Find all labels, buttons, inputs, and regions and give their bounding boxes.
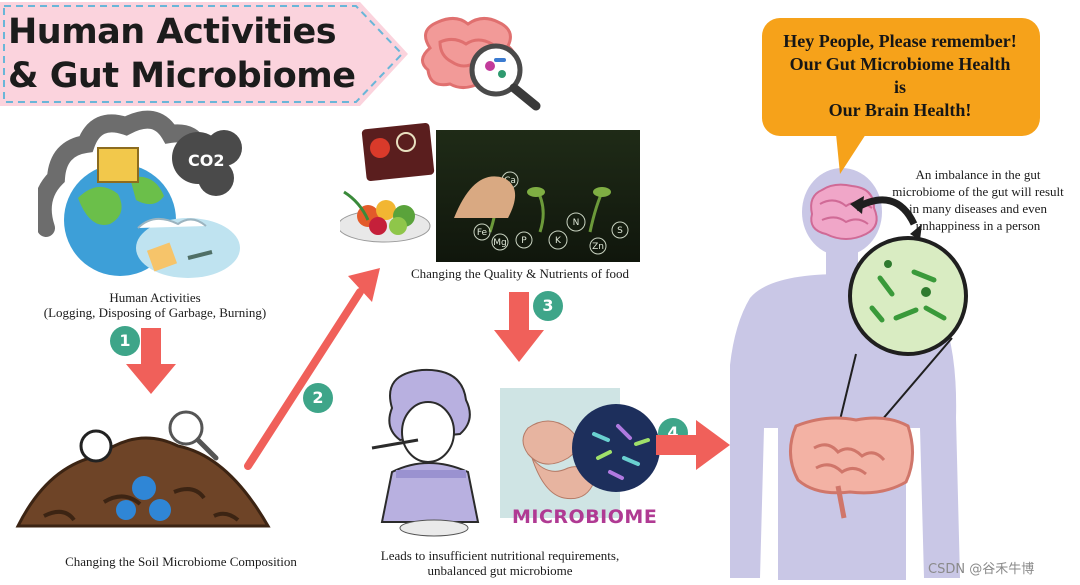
watermark: CSDN @谷禾牛博 [928,562,1035,577]
human-silhouette [730,168,968,580]
note-line-4: unhappiness in a person [915,218,1041,233]
note-line-3: in many diseases and even [909,201,1047,216]
bubble-line-2: Our Gut Microbiome Health [789,54,1011,74]
title-banner [0,2,408,106]
soil-mound-illustration [15,410,271,528]
bubble-line-4: Our Brain Health! [828,100,972,120]
down-arrow-3 [494,292,544,362]
step-4-caption-line-2: unbalanced gut microbiome [427,563,573,578]
intestine-magnifier-icon [421,17,541,111]
nutrient-fe: Fe [477,228,488,238]
step-1-badge: 1 [110,326,140,356]
step-3-badge: 3 [533,291,563,321]
nutrient-mg: Mg [493,238,506,248]
note-line-1: An imbalance in the gut [915,167,1041,182]
nutrient-k: K [555,236,562,246]
imbalance-note: An imbalance in the gut microbiome of th… [878,166,1078,234]
bubble-line-1: Hey People, Please remember! [783,31,1017,51]
person-eating-illustration [371,368,480,537]
title-line-2: & Gut Microbiome [8,56,356,96]
step-4-caption-line-1: Leads to insufficient nutritional requir… [380,548,620,563]
note-line-2: microbiome of the gut will result [892,184,1064,199]
step-1-caption-line-1: Human Activities [109,290,201,305]
diagonal-arrow-2 [244,268,380,470]
co2-label: CO2 [188,151,224,170]
step-3-caption: Changing the Quality & Nutrients of food [410,266,630,281]
nutrient-p: P [521,236,527,246]
nutrient-zn: Zn [592,242,604,252]
step-1-caption: Human Activities (Logging, Disposing of … [20,290,290,320]
speech-bubble [762,18,1040,174]
nutrient-s: S [617,226,623,236]
title-line-1: Human Activities [8,12,337,52]
pollution-earth-illustration: CO2 [38,110,242,278]
step-2-caption: Changing the Soil Microbiome Composition [65,554,297,569]
step-2-badge: 2 [303,383,333,413]
step-1-caption-line-2: (Logging, Disposing of Garbage, Burning) [43,305,267,320]
speech-bubble-text: Hey People, Please remember! Our Gut Mic… [762,30,1038,122]
food-quality-illustration: N K P Zn Mg Fe S Ca [340,122,640,262]
step-4-caption: Leads to insufficient nutritional requir… [350,548,650,578]
bubble-line-3: is [893,77,906,97]
right-arrow-4 [656,420,730,470]
microbiome-label: MICROBIOME [512,506,658,528]
nutrient-n: N [573,218,580,228]
gut-microbiome-illustration [500,388,660,518]
page-title: Human Activities & Gut Microbiome [8,10,356,98]
nutrient-ca: Ca [504,176,516,186]
down-arrow-1 [126,328,176,394]
